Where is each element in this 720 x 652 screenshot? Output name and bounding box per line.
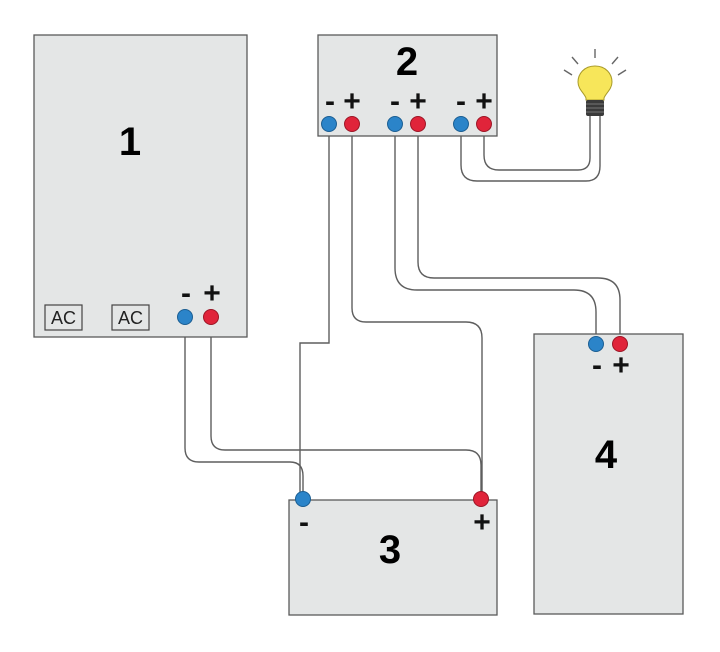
wires [184,115,621,498]
wire-unit1-neg-to-unit3-neg [184,318,304,498]
unit-3: 3 - + [288,491,498,616]
unit-2-label: 2 [396,40,418,84]
ac-input-1-label: AC [51,308,76,328]
unit-3-neg-sign: - [299,506,309,539]
bulb-ray-4 [611,56,619,65]
unit-4-neg-sign: - [592,349,602,382]
unit-1-box [33,34,248,338]
unit-3-pos-terminal [473,491,489,507]
unit-3-neg-terminal [295,491,311,507]
unit-1-neg-terminal [177,309,193,325]
ac-input-1-box [44,304,83,331]
wire-unit2-out3-return [483,115,591,171]
wire-unit2-out1-neg-to-unit3-neg [299,124,330,498]
bulb-ray-2 [571,56,579,65]
unit-2-out1-neg-sign: - [325,85,335,118]
unit-4-neg-terminal [588,336,604,352]
unit-2-out3-neg-terminal [453,116,469,132]
unit-2-out2-pos-sign: + [409,85,427,118]
light-bulb-icon [563,49,627,116]
unit-2: 2 - + - + - + [317,34,498,137]
unit-1-pos-terminal [203,309,219,325]
bulb-ray-5 [617,69,627,76]
wire-unit2-out3-to-bulb [460,115,601,182]
wire-unit2-out2-neg-to-unit4-neg [394,124,597,344]
unit-1-neg-sign: - [181,277,191,310]
unit-4-box [533,333,684,615]
wire-unit1-pos-to-unit3-pos [210,318,482,498]
unit-4-pos-terminal [612,336,628,352]
unit-2-out1-pos-sign: + [343,85,361,118]
wire-unit2-out1-pos-to-unit3-pos [351,124,483,498]
unit-2-out3-neg-sign: - [456,85,466,118]
unit-2-out2-neg-terminal [387,116,403,132]
unit-4: 4 - + [533,333,684,615]
unit-1: 1 AC AC - + [33,34,248,338]
unit-4-pos-sign: + [612,349,630,382]
unit-1-label: 1 [119,120,141,164]
bulb-glass [577,65,613,101]
unit-4-label: 4 [595,433,618,477]
unit-2-out1-pos-terminal [344,116,360,132]
unit-3-pos-sign: + [473,506,491,539]
unit-2-out1-neg-terminal [321,116,337,132]
unit-3-label: 3 [379,528,401,572]
bulb-ray-1 [563,69,573,76]
unit-2-out2-neg-sign: - [390,85,400,118]
unit-2-out3-pos-terminal [476,116,492,132]
unit-3-box [288,499,498,616]
wire-unit2-out2-pos-to-unit4-pos [417,124,621,344]
unit-2-out2-pos-terminal [410,116,426,132]
unit-2-out3-pos-sign: + [475,85,493,118]
ac-input-2-box [111,304,150,331]
unit-1-pos-sign: + [203,277,221,310]
ac-input-2-label: AC [118,308,143,328]
